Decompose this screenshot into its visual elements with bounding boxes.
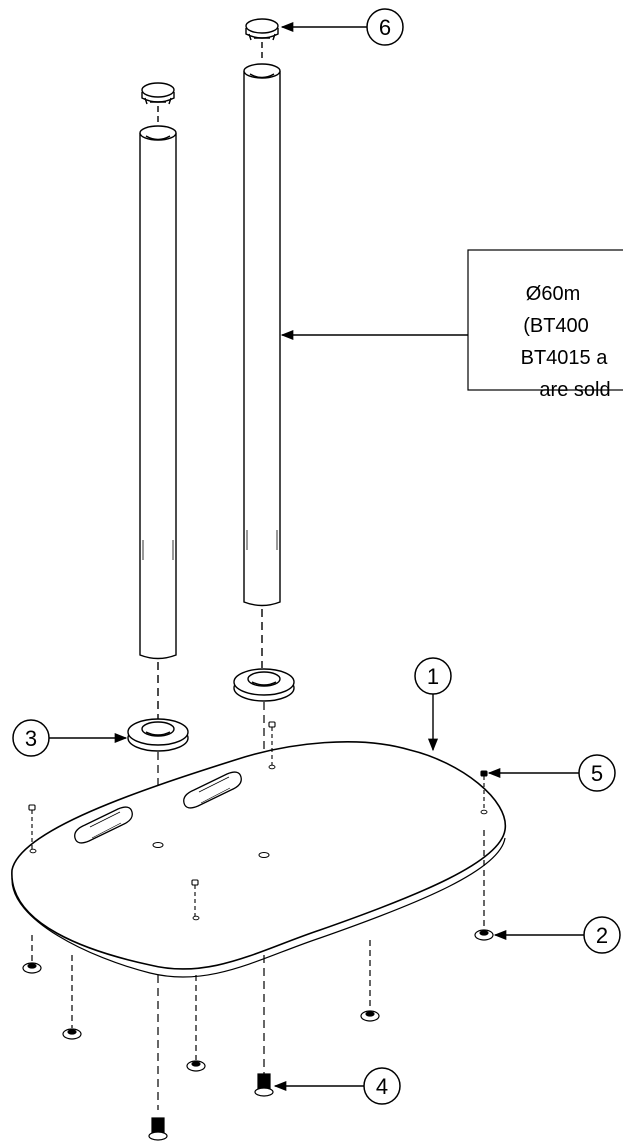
callout-3: 3 xyxy=(12,719,128,757)
feet xyxy=(22,830,494,1072)
callout-2: 2 xyxy=(493,916,621,954)
foot-front xyxy=(186,1060,206,1072)
plate-slot-right xyxy=(183,771,242,809)
callout-4: 4 xyxy=(273,1067,401,1105)
svg-text:5: 5 xyxy=(591,761,603,786)
svg-text:4: 4 xyxy=(376,1074,388,1099)
note-line-2: (BT400 xyxy=(523,315,589,337)
left-pole-cap xyxy=(141,82,175,105)
svg-text:1: 1 xyxy=(427,664,439,689)
bolt-right xyxy=(254,1073,274,1097)
svg-text:3: 3 xyxy=(25,726,37,751)
note-line-1: Ø60m xyxy=(526,283,580,305)
note-line-4: are sold xyxy=(539,379,610,401)
grommet-right xyxy=(233,668,295,702)
svg-text:2: 2 xyxy=(596,923,608,948)
right-pole-cap xyxy=(245,18,279,41)
foot-front-left xyxy=(62,1028,82,1040)
screw-top-left-edge xyxy=(28,804,36,849)
foot-right xyxy=(474,929,494,941)
base-plate xyxy=(11,741,507,978)
callout-6: 6 xyxy=(280,8,404,46)
top-screws xyxy=(28,721,488,916)
svg-text:6: 6 xyxy=(379,15,391,40)
foot-front-right xyxy=(360,1010,380,1022)
right-pole xyxy=(243,18,281,668)
bolts xyxy=(148,955,274,1141)
grommet-left xyxy=(127,718,189,752)
plate-slot-left xyxy=(74,806,133,844)
screw-top-right-edge xyxy=(480,770,488,810)
foot-left xyxy=(22,962,42,974)
left-pole xyxy=(139,82,177,740)
screw-top-front xyxy=(191,879,199,916)
note-box: Ø60m (BT400 BT4015 a are sold xyxy=(467,249,623,401)
callout-5: 5 xyxy=(487,754,616,792)
callout-1: 1 xyxy=(414,657,452,752)
note-line-3: BT4015 a xyxy=(521,347,609,369)
bolt-left xyxy=(148,1117,168,1141)
screw-top-right-pole xyxy=(268,721,276,765)
